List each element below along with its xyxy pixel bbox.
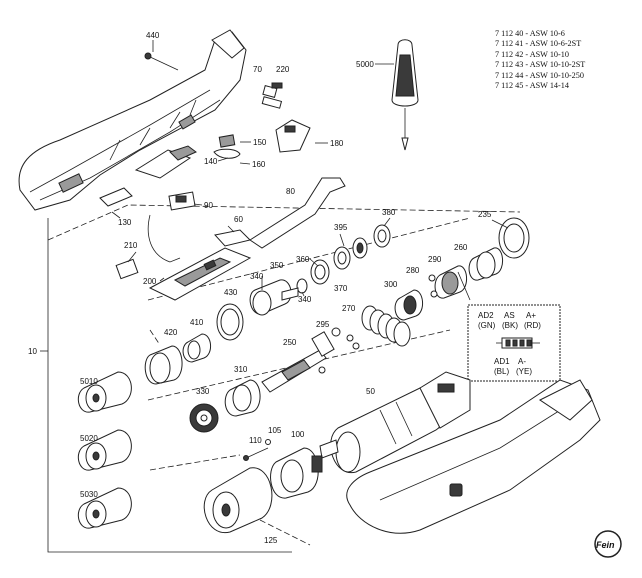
- wiring-diagram: AD2 (GN) AS (BK) A+ (RD) AD1 (BL) A- (YE…: [467, 304, 561, 382]
- part-label: 350: [270, 261, 284, 270]
- part-label: 110: [249, 436, 262, 445]
- part-labels: 440 70 220 5000 150 140 160 180 90 80 13…: [28, 31, 492, 545]
- wire-rd: (RD): [524, 321, 541, 330]
- model-line: 7 112 40 - ASW 10-6: [495, 29, 565, 38]
- part-label: 260: [454, 243, 468, 252]
- switch-parts-top: [213, 82, 311, 159]
- part-label: 5030: [80, 490, 98, 499]
- part-label: 395: [334, 223, 348, 232]
- part-label: 340: [298, 295, 312, 304]
- wire-ad2: AD2: [478, 311, 494, 320]
- part-label: 200: [143, 277, 157, 286]
- spring-270: [346, 305, 411, 350]
- logo-text: Fein: [596, 540, 615, 550]
- model-line: 7 112 41 - ASW 10-6-2ST: [495, 39, 582, 49]
- part-label: 370: [334, 284, 348, 293]
- part-label: 440: [146, 31, 160, 40]
- motor-50: [319, 371, 471, 474]
- part-label: 5000: [356, 60, 374, 69]
- wire-gn: (GN): [478, 321, 496, 330]
- part-label: 410: [190, 318, 204, 327]
- wire-bk: (BK): [502, 321, 518, 330]
- part-label: 210: [124, 241, 138, 250]
- part-label: 220: [276, 65, 290, 74]
- attachment-5020: [77, 429, 132, 471]
- part-label: 235: [478, 210, 492, 219]
- part-label: 105: [268, 426, 282, 435]
- part-label: 70: [253, 65, 262, 74]
- attachment-5010: [77, 371, 132, 413]
- part-label: 50: [366, 387, 375, 396]
- fein-logo: Fein: [594, 530, 622, 558]
- part-label: 310: [234, 365, 248, 374]
- attachment-5030: [77, 487, 132, 529]
- handle-housing: [346, 379, 601, 534]
- part-label: 295: [316, 320, 330, 329]
- assembly-frame: [47, 218, 292, 553]
- part-label: 360: [296, 255, 310, 264]
- wire-aminus: A-: [518, 357, 526, 366]
- part-label: 140: [204, 157, 218, 166]
- electronics-parts: [99, 145, 251, 263]
- part-label: 90: [204, 201, 213, 210]
- part-label: 280: [406, 266, 420, 275]
- gear-head-125: [203, 439, 323, 534]
- leader-lines: [111, 141, 509, 301]
- screwdriver-5000: [375, 39, 419, 151]
- part-label: 130: [118, 218, 132, 227]
- wire-as: AS: [504, 311, 515, 320]
- wire-ye: (YE): [516, 367, 532, 376]
- part-label: 60: [234, 215, 243, 224]
- model-list: 7 112 40 - ASW 10-6 7 112 41 - ASW 10-6-…: [495, 29, 585, 91]
- part-label: 380: [382, 208, 396, 217]
- bearing-stack: [249, 224, 391, 316]
- part-label: 300: [384, 280, 398, 289]
- part-label: 330: [196, 387, 210, 396]
- part-label: 125: [264, 536, 278, 545]
- model-line: 7 112 45 - ASW 14-14: [495, 81, 569, 91]
- part-label: 420: [164, 328, 178, 337]
- part-label: 250: [283, 338, 297, 347]
- planet-gears: [189, 379, 261, 433]
- bracket-80: [249, 177, 346, 249]
- part-label: 100: [291, 430, 305, 439]
- part-label: 340: [250, 272, 264, 281]
- part-label: 290: [428, 255, 442, 264]
- part-label: 150: [253, 138, 267, 147]
- model-line: 7 112 44 - ASW 10-10-250: [495, 70, 584, 80]
- wire-bl: (BL): [494, 367, 509, 376]
- housing-shell: [18, 29, 247, 211]
- part-label: 430: [224, 288, 238, 297]
- part-label: 80: [286, 187, 295, 196]
- model-line: 7 112 42 - ASW 10-10: [495, 49, 569, 59]
- part-label: 10: [28, 347, 37, 356]
- part-label: 270: [342, 304, 356, 313]
- sleeves: [144, 303, 244, 385]
- drive-shaft-250: [261, 327, 341, 393]
- part-label: 180: [330, 139, 344, 148]
- pcb-200: [115, 247, 252, 301]
- part-label: 5010: [80, 377, 98, 386]
- part-label: 160: [252, 160, 266, 169]
- screw-440: [144, 40, 179, 71]
- wire-aplus: A+: [526, 311, 536, 320]
- part-label: 5020: [80, 434, 98, 443]
- wire-ad1: AD1: [494, 357, 510, 366]
- model-line: 7 112 43 - ASW 10-10-2ST: [495, 60, 586, 70]
